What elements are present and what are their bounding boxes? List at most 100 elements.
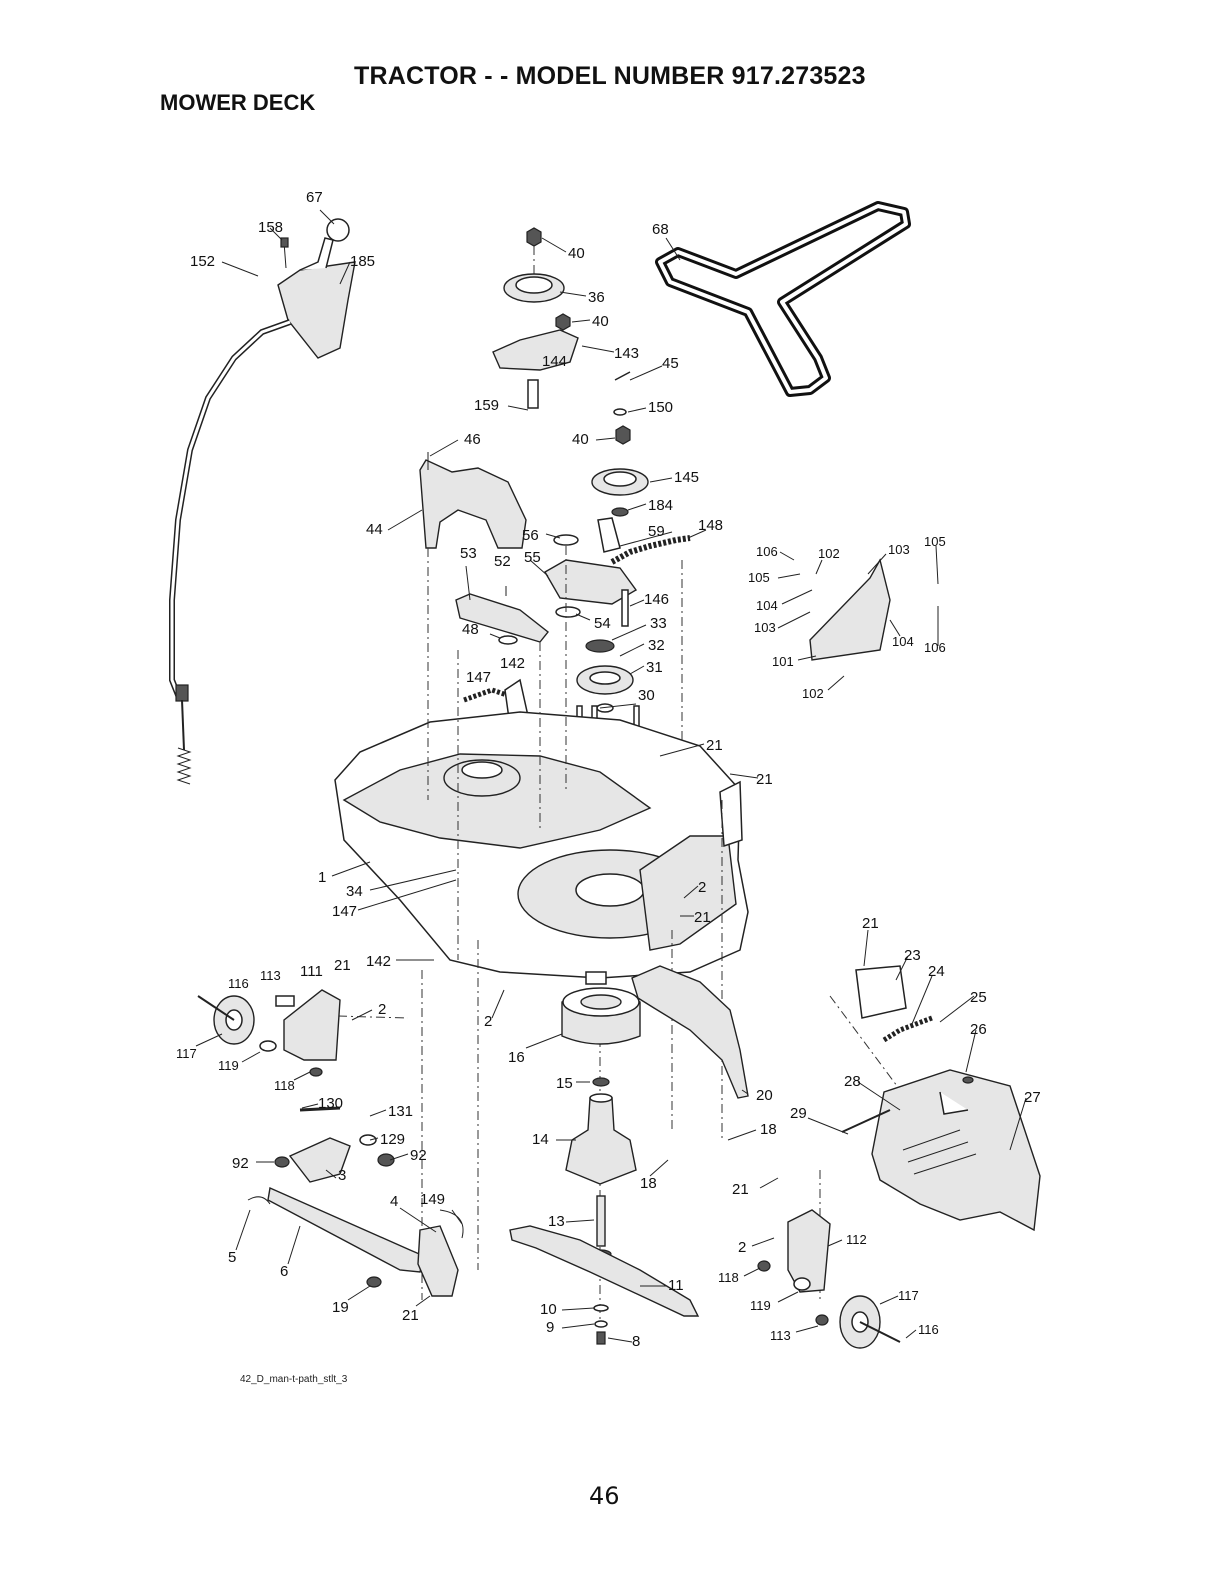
part-label: 4 bbox=[390, 1193, 398, 1210]
part-label: 56 bbox=[522, 527, 539, 544]
part-label: 2 bbox=[378, 1001, 386, 1018]
part-label: 142 bbox=[500, 655, 525, 672]
part-label: 59 bbox=[648, 523, 665, 540]
part-label: 92 bbox=[232, 1155, 249, 1172]
drive-belt bbox=[655, 201, 911, 397]
part-label: 119 bbox=[750, 1298, 771, 1313]
part-label: 28 bbox=[844, 1073, 861, 1090]
part-label: 55 bbox=[524, 549, 541, 566]
part-label: 159 bbox=[474, 397, 499, 414]
part-label: 131 bbox=[388, 1103, 413, 1120]
illustration-reference-code: 42_D_man-t-path_stlt_3 bbox=[240, 1374, 348, 1385]
part-label: 68 bbox=[652, 221, 669, 238]
part-label: 103 bbox=[888, 542, 910, 557]
part-label: 106 bbox=[756, 544, 778, 559]
part-label: 2 bbox=[738, 1239, 746, 1256]
clutch-lever-assembly bbox=[169, 218, 356, 785]
part-label: 21 bbox=[402, 1307, 419, 1324]
part-label: 16 bbox=[508, 1049, 525, 1066]
mower-deck-housing bbox=[334, 711, 749, 985]
part-label: 113 bbox=[260, 968, 281, 983]
part-label: 19 bbox=[332, 1299, 349, 1316]
part-label: 34 bbox=[346, 883, 363, 900]
part-label: 92 bbox=[410, 1147, 427, 1164]
part-label: 158 bbox=[258, 219, 283, 236]
part-label: 48 bbox=[462, 621, 479, 638]
part-label: 142 bbox=[366, 953, 391, 970]
part-label: 23 bbox=[904, 947, 921, 964]
part-label: 103 bbox=[754, 620, 776, 635]
part-number-labels: 67 158 185 152 40 36 40 143 144 159 45 1… bbox=[176, 189, 1041, 1350]
part-label: 105 bbox=[924, 534, 946, 549]
part-label: 118 bbox=[718, 1270, 739, 1285]
part-label: 30 bbox=[638, 687, 655, 704]
part-label: 20 bbox=[756, 1087, 773, 1104]
belt-guard bbox=[419, 452, 527, 549]
part-label: 111 bbox=[300, 963, 323, 980]
discharge-chute-assembly bbox=[631, 558, 1041, 1232]
part-label: 52 bbox=[494, 553, 511, 570]
part-label: 185 bbox=[350, 253, 375, 270]
part-label: 143 bbox=[614, 345, 639, 362]
spindle-blade-assembly bbox=[509, 987, 700, 1345]
part-label: 2 bbox=[698, 879, 706, 896]
callout-leader-lines bbox=[195, 209, 1027, 1343]
part-label: 116 bbox=[918, 1322, 939, 1337]
part-label: 104 bbox=[892, 634, 914, 649]
part-label: 146 bbox=[644, 591, 669, 608]
part-label: 3 bbox=[338, 1167, 346, 1184]
part-label: 32 bbox=[648, 637, 665, 654]
part-label: 21 bbox=[732, 1181, 749, 1198]
part-label: 9 bbox=[546, 1319, 554, 1336]
section-subtitle: MOWER DECK bbox=[160, 90, 316, 115]
part-label: 150 bbox=[648, 399, 673, 416]
part-label: 29 bbox=[790, 1105, 807, 1122]
part-label: 152 bbox=[190, 253, 215, 270]
part-label: 148 bbox=[698, 517, 723, 534]
part-label: 145 bbox=[674, 469, 699, 486]
gauge-wheel-right bbox=[757, 1209, 901, 1349]
part-label: 25 bbox=[970, 989, 987, 1006]
page-title: TRACTOR - - MODEL NUMBER 917.273523 bbox=[354, 62, 866, 90]
part-label: 8 bbox=[632, 1333, 640, 1350]
part-label: 44 bbox=[366, 521, 383, 538]
part-label: 14 bbox=[532, 1131, 549, 1148]
part-label: 144 bbox=[542, 353, 567, 370]
front-link-assembly bbox=[247, 1106, 464, 1297]
part-label: 117 bbox=[898, 1288, 919, 1303]
gauge-wheel-left bbox=[197, 989, 341, 1077]
part-label: 45 bbox=[662, 355, 679, 372]
part-label: 21 bbox=[862, 915, 879, 932]
part-label: 102 bbox=[802, 686, 824, 701]
part-label: 1 bbox=[318, 869, 326, 886]
part-label: 147 bbox=[332, 903, 357, 920]
part-label: 106 bbox=[924, 640, 946, 655]
part-label: 21 bbox=[756, 771, 773, 788]
part-label: 18 bbox=[640, 1175, 657, 1192]
part-label: 184 bbox=[648, 497, 673, 514]
part-label: 105 bbox=[748, 570, 770, 585]
part-label: 119 bbox=[218, 1058, 239, 1073]
part-label: 26 bbox=[970, 1021, 987, 1038]
part-label: 129 bbox=[380, 1131, 405, 1148]
idler-pulley-stack bbox=[492, 227, 649, 517]
part-label: 149 bbox=[420, 1191, 445, 1208]
part-label: 147 bbox=[466, 669, 491, 686]
part-label: 104 bbox=[756, 598, 778, 613]
part-label: 40 bbox=[572, 431, 589, 448]
part-label: 21 bbox=[334, 957, 351, 974]
idler-arm-assembly bbox=[455, 517, 691, 753]
part-label: 31 bbox=[646, 659, 663, 676]
part-label: 113 bbox=[770, 1328, 791, 1343]
part-label: 130 bbox=[318, 1095, 343, 1112]
part-label: 117 bbox=[176, 1046, 197, 1061]
part-label: 24 bbox=[928, 963, 945, 980]
part-label: 112 bbox=[846, 1232, 867, 1247]
part-label: 54 bbox=[594, 615, 611, 632]
part-label: 116 bbox=[228, 976, 249, 991]
part-label: 46 bbox=[464, 431, 481, 448]
part-label: 40 bbox=[568, 245, 585, 262]
part-label: 10 bbox=[540, 1301, 557, 1318]
